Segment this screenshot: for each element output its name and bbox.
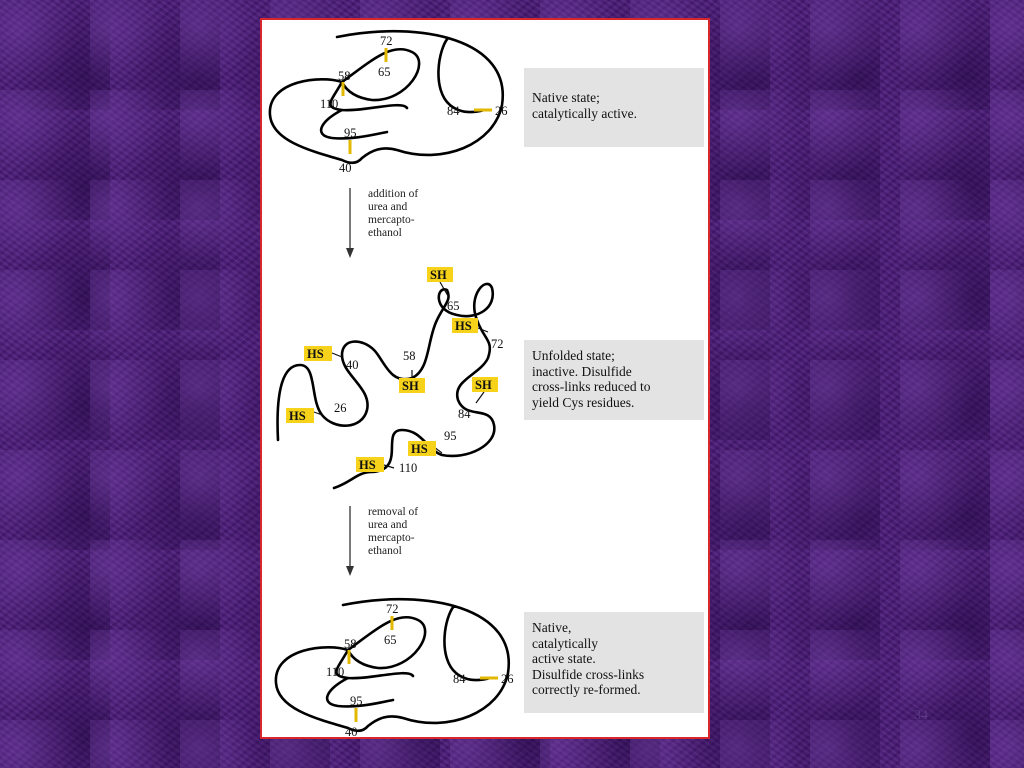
svg-text:SH: SH	[402, 379, 419, 393]
arrow-down-icon	[346, 188, 354, 258]
svg-text:HS: HS	[289, 409, 306, 423]
svg-text:HS: HS	[455, 319, 472, 333]
native-state-structure: 72 65 58 110 84 26 95 40	[268, 30, 508, 175]
sh-tag: SH	[472, 377, 498, 404]
sh-tag: HS	[408, 441, 443, 456]
residue-label: 84	[458, 407, 471, 421]
unfolded-state-caption: Unfolded state; inactive. Disulfide cros…	[524, 340, 704, 420]
svg-text:HS: HS	[411, 442, 428, 456]
residue-label: 40	[346, 358, 359, 372]
svg-text:HS: HS	[359, 458, 376, 472]
residue-label: 110	[320, 97, 338, 111]
sh-tag: HS	[356, 457, 395, 472]
residue-label: 58	[338, 69, 351, 83]
residue-label: 58	[344, 637, 357, 651]
residue-label: 65	[378, 65, 391, 79]
residue-label: 26	[495, 104, 508, 118]
addition-note: addition of urea and mercapto- ethanol	[368, 188, 419, 239]
sh-tag: SH	[427, 267, 453, 297]
residue-label: 72	[380, 34, 393, 48]
residue-label: 84	[447, 104, 460, 118]
svg-text:HS: HS	[307, 347, 324, 361]
residue-label: 58	[403, 349, 416, 363]
residue-label: 95	[344, 126, 357, 140]
residue-label: 65	[384, 633, 397, 647]
refolded-chain	[274, 598, 511, 733]
sh-tag: HS	[286, 408, 323, 423]
residue-label: 84	[453, 672, 466, 686]
unfolded-chain	[276, 282, 496, 490]
residue-label: 110	[399, 461, 417, 475]
unfolded-state-structure: SH HS HS SH HS	[276, 267, 504, 490]
residue-label: 26	[334, 401, 347, 415]
sh-tag: SH	[399, 370, 425, 393]
slide-number: 34	[914, 708, 928, 723]
sh-tag: HS	[304, 346, 343, 361]
figure-panel: 72 65 58 110 84 26 95 40 SH	[260, 18, 710, 739]
residue-label: 95	[444, 429, 457, 443]
refolded-state-caption: Native, catalytically active state. Disu…	[524, 612, 704, 713]
residue-label: 26	[501, 672, 514, 686]
native-state-caption: Native state; catalytically active.	[524, 68, 704, 147]
removal-note: removal of urea and mercapto- ethanol	[368, 506, 419, 557]
residue-label: 40	[345, 725, 358, 737]
residue-label: 110	[326, 665, 344, 679]
residue-label: 72	[491, 337, 504, 351]
residue-label: 95	[350, 694, 363, 708]
svg-text:SH: SH	[430, 268, 447, 282]
native-chain	[268, 30, 505, 165]
residue-label: 40	[339, 161, 352, 175]
refolded-state-structure: 72 65 58 110 84 26 95 40	[274, 598, 514, 737]
svg-text:SH: SH	[475, 378, 492, 392]
arrow-down-icon	[346, 506, 354, 576]
protein-folding-diagram: 72 65 58 110 84 26 95 40 SH	[268, 30, 514, 737]
residue-label: 65	[447, 299, 460, 313]
sh-tag: HS	[452, 318, 489, 333]
residue-label: 72	[386, 602, 399, 616]
